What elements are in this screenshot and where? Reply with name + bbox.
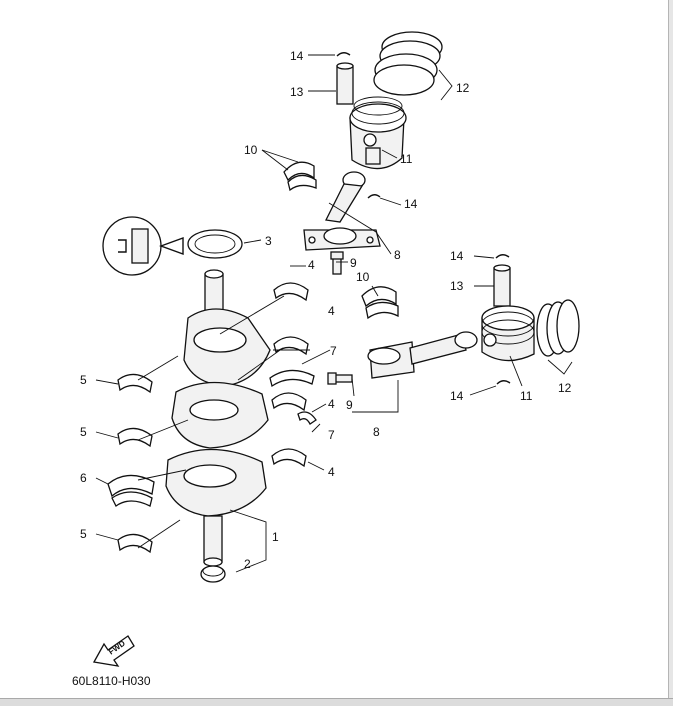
callout-4d: 4	[328, 465, 335, 479]
callout-7b: 7	[328, 428, 335, 442]
detail-magnifier	[102, 216, 184, 276]
piston-rings-upper	[373, 31, 443, 96]
callout-10b: 10	[356, 270, 370, 284]
callout-14b: 14	[404, 197, 418, 211]
callout-2: 2	[244, 557, 251, 571]
main-bearing-4b	[273, 336, 309, 356]
con-rod-bearing-lower	[361, 286, 399, 320]
callout-3: 3	[265, 234, 272, 248]
oil-seal	[187, 229, 243, 259]
callout-13b: 13	[450, 279, 464, 293]
main-bearing-5c	[117, 533, 153, 554]
piston-pin-lower	[493, 264, 511, 307]
callout-12b: 12	[558, 381, 572, 395]
circlip-lower-top	[495, 254, 510, 259]
main-bearing-5b	[117, 427, 153, 448]
con-rod-bolt-upper	[330, 251, 344, 275]
callout-5b: 5	[80, 425, 87, 439]
main-bearing-4a	[273, 282, 309, 302]
callout-9b: 9	[346, 398, 353, 412]
piston-rings-lower	[536, 299, 580, 357]
piston-pin-upper	[336, 62, 354, 105]
callout-14a: 14	[290, 49, 304, 63]
callout-13a: 13	[290, 85, 304, 99]
callout-5a: 5	[80, 373, 87, 387]
window-edge-right	[668, 0, 673, 705]
main-bearing-4c	[271, 392, 307, 412]
diagram-code: 60L8110-H030	[72, 674, 151, 688]
callout-8b: 8	[373, 425, 380, 439]
main-bearing-4d	[271, 448, 307, 468]
callout-11b: 11	[520, 389, 533, 403]
callout-9a: 9	[350, 256, 357, 270]
bearing-2	[200, 565, 226, 583]
callout-14d: 14	[450, 389, 464, 403]
connecting-rod-lower	[367, 331, 478, 379]
circlip-upper-top	[336, 52, 351, 57]
leader-lines	[95, 54, 573, 573]
con-rod-bolt-lower	[327, 372, 353, 385]
callout-10a: 10	[244, 143, 258, 157]
piston-lower	[481, 305, 535, 362]
main-bearing-6	[107, 474, 155, 507]
circlip-lower-bottom	[496, 380, 511, 385]
callout-4c: 4	[328, 397, 335, 411]
thrust-washer-7a	[269, 369, 315, 388]
window-edge-bottom	[0, 698, 673, 706]
callout-5c: 5	[80, 527, 87, 541]
callout-11a: 11	[400, 152, 413, 166]
callout-4b: 4	[328, 304, 335, 318]
callout-6: 6	[80, 471, 87, 485]
circlip-upper-bottom	[367, 194, 381, 199]
main-bearing-5a	[117, 373, 153, 394]
crankshaft	[165, 269, 271, 567]
thrust-washer-7b	[297, 411, 317, 425]
callout-8a: 8	[394, 248, 401, 262]
piston-upper	[349, 96, 407, 170]
con-rod-bearing-upper	[283, 161, 317, 192]
callout-12a: 12	[456, 81, 470, 95]
connecting-rod-upper	[303, 171, 381, 251]
callout-4a: 4	[308, 258, 315, 272]
callout-7a: 7	[330, 344, 337, 358]
fwd-arrow-icon: FWD	[92, 635, 135, 667]
callout-1: 1	[272, 530, 279, 544]
callout-14c: 14	[450, 249, 464, 263]
